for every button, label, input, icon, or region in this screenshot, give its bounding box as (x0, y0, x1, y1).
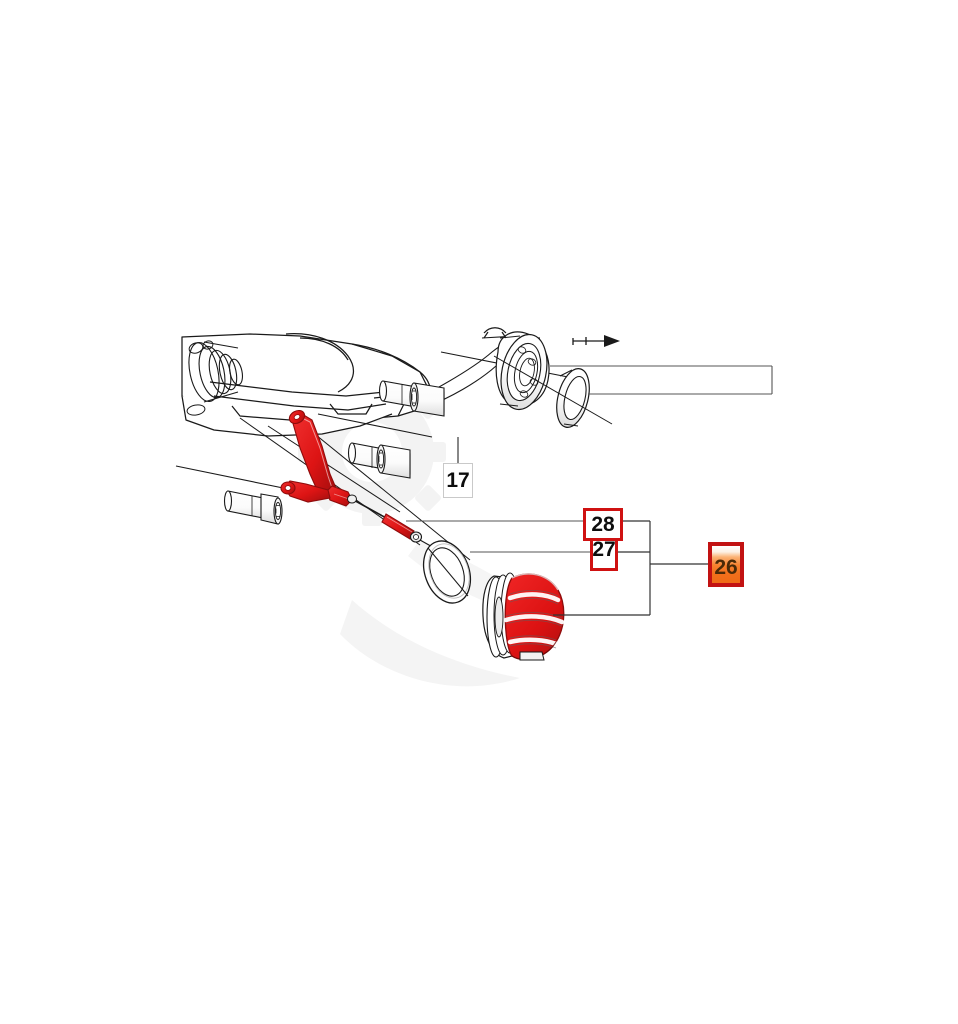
cap-bolt-lower-left (175, 465, 289, 525)
bearing-orientation-annotation (483, 327, 507, 339)
bearing-axis-line (493, 355, 613, 425)
upper-leader-lines (550, 365, 773, 395)
shim-washer (556, 368, 590, 428)
ball-bearing (495, 331, 550, 411)
gear-shift-lever (280, 409, 353, 507)
callout-label-27: 27 (592, 538, 616, 561)
gear-linkage-adjuster-rod (347, 494, 437, 550)
oil-filler-cap (482, 572, 565, 661)
cap-bolt-upper (378, 351, 569, 417)
callout-label-26: 26 (714, 556, 738, 579)
gearbox-case-outline (181, 333, 431, 437)
direction-arrow-annotation (572, 335, 620, 347)
o-ring-seal (422, 540, 472, 604)
bracket-to-callout-26 (553, 520, 708, 616)
cap-bolt-middle (317, 413, 433, 479)
callout-label-28: 28 (591, 513, 615, 536)
callout-box-26-highlighted[interactable]: 26 (708, 542, 744, 587)
callout-label-17: 17 (446, 469, 470, 492)
callout-box-17[interactable]: 17 (443, 463, 473, 498)
callout-box-28[interactable]: 28 (583, 508, 623, 541)
case-small-detail (186, 340, 214, 416)
case-shaft-bore (188, 341, 244, 403)
